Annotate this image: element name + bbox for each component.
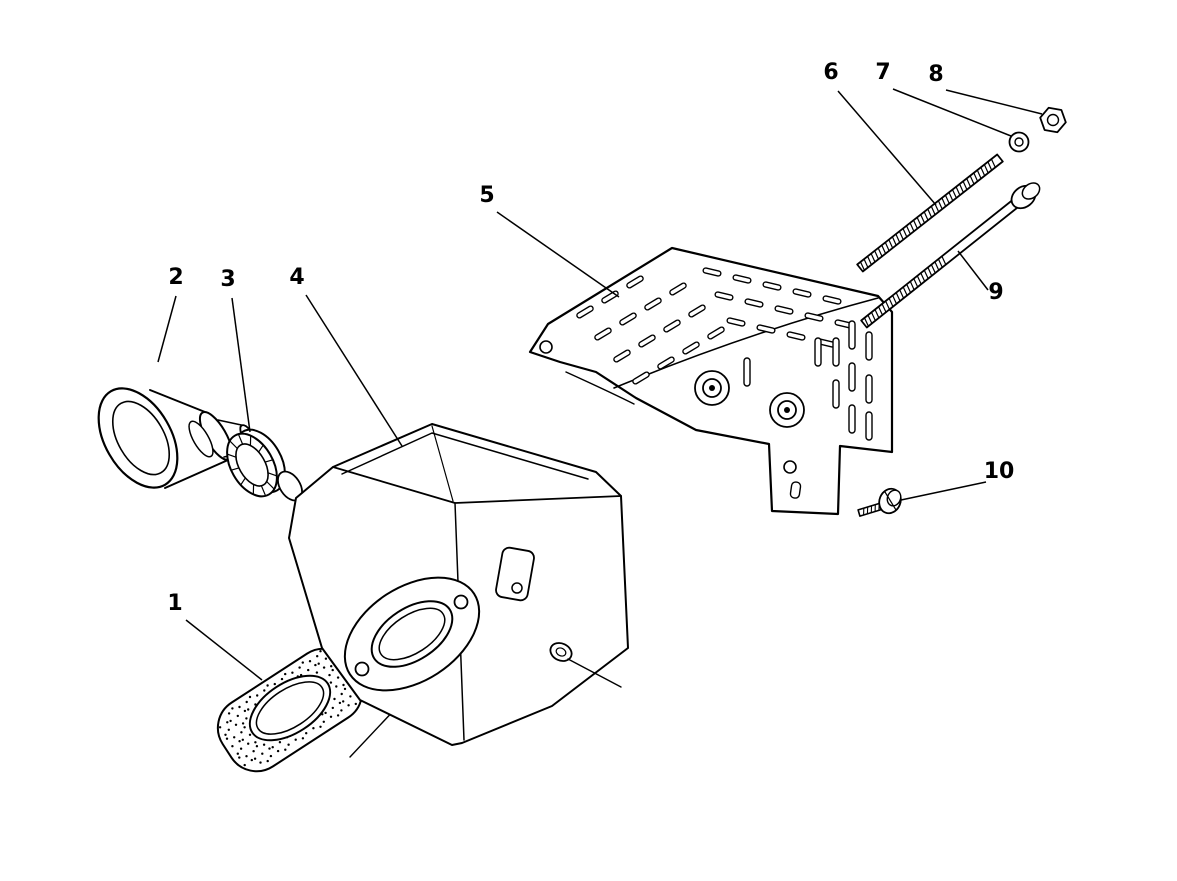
screw-part (857, 487, 902, 517)
part-number-label: 2 (168, 265, 183, 290)
drain-stub (549, 642, 573, 662)
shield-grommet (694, 370, 805, 428)
shield-bottom-tab-hole (783, 460, 797, 474)
leader-line (957, 250, 989, 291)
gasket-part (216, 647, 364, 773)
part-number-label: 10 (984, 459, 1015, 484)
part-number-label: 4 (289, 265, 304, 290)
leader-line (496, 211, 620, 298)
part-number-label: 3 (220, 267, 235, 292)
muffler-body-part (277, 423, 629, 746)
leader-line (945, 89, 1043, 115)
part-number-label: 6 (823, 60, 838, 85)
flange-bolt-hole (453, 594, 469, 610)
nut-part (1039, 106, 1067, 134)
leader-line (305, 294, 403, 447)
part-number-label: 1 (167, 591, 182, 616)
leader-line (837, 90, 937, 206)
clamp-part (226, 428, 286, 498)
leader-line (185, 619, 263, 681)
leader-line (157, 295, 177, 363)
heat-shield-part (528, 246, 894, 516)
part-number-label: 5 (479, 183, 494, 208)
hex-bolt-part (860, 182, 1041, 329)
washer-part (1008, 131, 1030, 153)
part-number-label: 9 (988, 280, 1003, 305)
leader-line (892, 88, 1012, 137)
leader-line (900, 481, 987, 501)
shield-tab-hole (539, 340, 553, 354)
leader-line (231, 297, 251, 433)
long-bolt-part (856, 153, 1004, 273)
part-number-label: 7 (875, 60, 890, 85)
flange-bolt-hole (354, 661, 370, 677)
callout-labels: 1 2 3 4 5 6 7 8 9 10 (157, 60, 1043, 681)
muffler-plate (495, 546, 535, 602)
part-number-label: 8 (928, 62, 943, 87)
